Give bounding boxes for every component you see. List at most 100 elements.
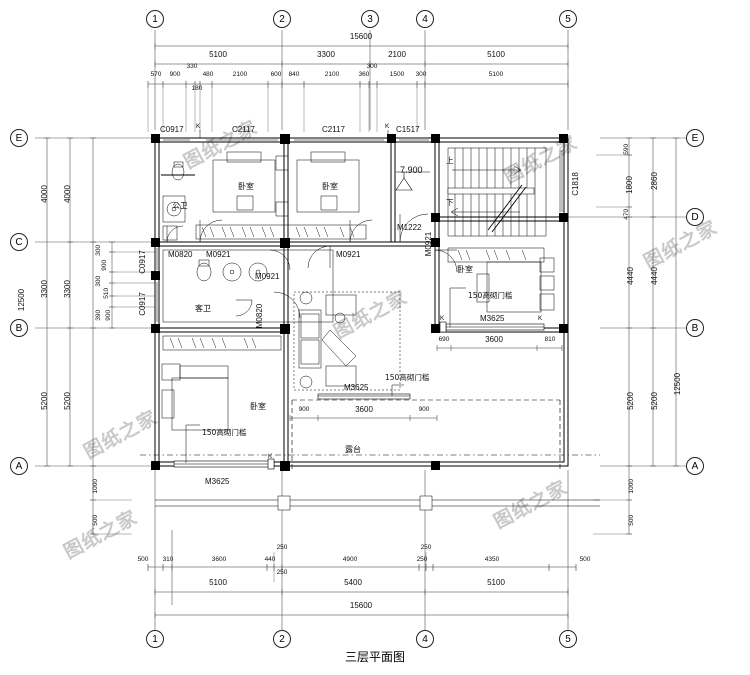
dim-top-d14: 5100 <box>488 71 504 78</box>
dim-left-o1: 4000 <box>40 185 49 203</box>
room-label-bedroom-4: 卧室 <box>250 402 266 411</box>
dim-top-d4: 180 <box>191 85 203 92</box>
grid-axis-left-C[interactable]: C <box>10 233 28 251</box>
inner-dim-terrace-900b: 900 <box>418 406 430 413</box>
grid-axis-bottom-5[interactable]: 5 <box>559 630 577 648</box>
dim-top-d12: 1500 <box>389 71 405 78</box>
dim-right-o2: 4440 <box>650 267 659 285</box>
dim-top-d13: 300 <box>415 71 427 78</box>
dim-top-d3: 330 <box>186 63 198 70</box>
dim-left-below-500: 500 <box>91 514 99 526</box>
grid-axis-top-3[interactable]: 3 <box>361 10 379 28</box>
dim-top-bay-3: 2100 <box>388 50 406 59</box>
dim-bot-d2: 310 <box>162 556 174 563</box>
dim-top-bay-2: 3300 <box>317 50 335 59</box>
grid-axis-right-E[interactable]: E <box>686 129 704 147</box>
dim-left-o3: 5200 <box>40 392 49 410</box>
grid-axis-left-A[interactable]: A <box>10 457 28 475</box>
inner-dim-terrace-3600: 3600 <box>355 405 373 414</box>
k-mark-4: K <box>268 453 273 460</box>
grid-axis-top-1[interactable]: 1 <box>146 10 164 28</box>
grid-axis-right-B[interactable]: B <box>686 319 704 337</box>
dim-bot-bay-2: 5400 <box>344 578 362 587</box>
stair-up-mark: 上 <box>446 156 454 165</box>
drawing-title: 三层平面图 <box>344 650 406 664</box>
window-tag-C0917-l1: C0917 <box>138 250 147 274</box>
dim-left-f5: 390 <box>94 309 102 321</box>
note-threshold-3: 150高砌门槛 <box>385 373 430 382</box>
dim-right-below-500: 500 <box>627 514 635 526</box>
dim-bot-d10: 4350 <box>484 556 500 563</box>
door-tag-M0820-a: M0820 <box>168 250 193 259</box>
window-tag-C2117-a: C2117 <box>232 125 255 134</box>
dim-top-bay-4: 5100 <box>487 50 505 59</box>
dim-left-f3: 300 <box>94 275 102 287</box>
door-tag-M0820-b: M0820 <box>255 303 264 329</box>
dim-top-d6: 2100 <box>232 71 248 78</box>
door-tag-M1222: M1222 <box>397 223 422 232</box>
dim-bot-d7: 4900 <box>342 556 358 563</box>
room-label-bedroom-3: 卧室 <box>457 265 473 274</box>
grid-axis-top-2[interactable]: 2 <box>273 10 291 28</box>
room-label-guest-bath: 客卫 <box>195 304 211 313</box>
window-tag-C0917-l2: C0917 <box>138 292 147 316</box>
dim-bot-bay-1: 5100 <box>209 578 227 587</box>
k-mark-2: K <box>385 123 390 130</box>
stair-down-mark: 下 <box>446 198 454 207</box>
door-tag-M0921-d: M0921 <box>424 231 433 257</box>
dim-top-d2: 900 <box>169 71 181 78</box>
dim-left-below-1000: 1000 <box>91 479 99 494</box>
dim-left-f6: 900 <box>104 309 112 321</box>
door-tag-M0921-b: M0921 <box>255 272 280 281</box>
window-tag-C1818: C1818 <box>571 172 580 196</box>
grid-axis-top-4[interactable]: 4 <box>416 10 434 28</box>
room-label-public-bath: 公卫 <box>172 201 188 210</box>
dim-top-d8: 840 <box>288 71 300 78</box>
dim-top-bay-1: 5100 <box>209 50 227 59</box>
door-tag-M0921-c: M0921 <box>336 250 361 259</box>
window-tag-C1517: C1517 <box>396 125 420 134</box>
dim-left-i1: 4000 <box>63 185 72 203</box>
grid-axis-top-5[interactable]: 5 <box>559 10 577 28</box>
dim-top-d11: 300 <box>366 63 378 70</box>
dim-right-o1: 2860 <box>650 172 659 190</box>
room-label-bedroom-1: 卧室 <box>238 182 254 191</box>
dim-top-d5: 480 <box>202 71 214 78</box>
dim-bot-d5: 250 <box>276 544 288 551</box>
window-tag-C0917-top: C0917 <box>160 125 184 134</box>
dim-right-o3: 5200 <box>650 392 659 410</box>
grid-axis-right-D[interactable]: D <box>686 208 704 226</box>
door-tag-M0921-a: M0921 <box>206 250 231 259</box>
dim-bot-overall: 15600 <box>349 601 373 610</box>
dim-bot-d1: 500 <box>137 556 149 563</box>
elevation-marker-7900: 7.900 <box>400 165 423 175</box>
dim-top-d7: 600 <box>270 71 282 78</box>
door-tag-M3625-r: M3625 <box>480 314 505 323</box>
k-mark-3: K <box>440 315 445 322</box>
grid-axis-bottom-2[interactable]: 2 <box>273 630 291 648</box>
k-mark-1: K <box>196 123 201 130</box>
grid-axis-left-B[interactable]: B <box>10 319 28 337</box>
grid-axis-left-E[interactable]: E <box>10 129 28 147</box>
room-label-terrace: 露台 <box>345 445 361 454</box>
k-mark-5: K <box>538 315 543 322</box>
dim-top-d9: 2100 <box>324 71 340 78</box>
dim-right-i4: 4440 <box>626 267 635 285</box>
note-threshold-2: 150高砌门槛 <box>202 428 247 437</box>
dim-right-i2: 1800 <box>625 176 634 194</box>
dim-left-overall: 12500 <box>17 288 26 312</box>
grid-axis-bottom-4[interactable]: 4 <box>416 630 434 648</box>
dim-right-i1: 590 <box>622 143 630 155</box>
grid-axis-bottom-1[interactable]: 1 <box>146 630 164 648</box>
dim-bot-d9: 250 <box>416 556 428 563</box>
dim-top-d1: 570 <box>150 71 162 78</box>
dim-right-i5: 5200 <box>626 392 635 410</box>
dim-bot-d11: 500 <box>579 556 591 563</box>
grid-axis-right-A[interactable]: A <box>686 457 704 475</box>
inner-dim-bedroom3-810: 810 <box>544 336 556 343</box>
dim-bot-bay-3: 5100 <box>487 578 505 587</box>
dim-left-f2: 900 <box>100 259 108 271</box>
note-threshold-1: 150高砌门槛 <box>468 291 513 300</box>
dim-left-o2: 3300 <box>40 280 49 298</box>
